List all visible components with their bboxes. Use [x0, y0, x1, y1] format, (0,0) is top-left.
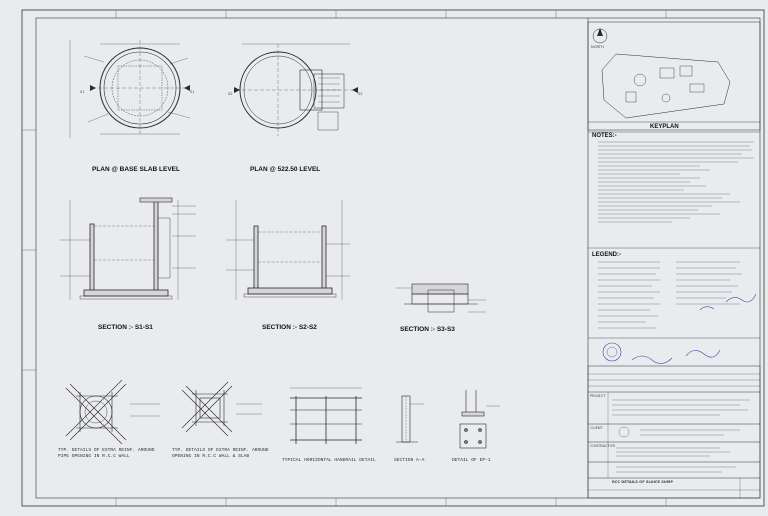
section-s1 [60, 197, 196, 300]
detail-slab-opening [181, 381, 262, 437]
detail-slab-opening-title: TYP. DETAILS OF EXTRA REINF. AROUND OPEN… [172, 448, 269, 459]
section-s1-title: SECTION :- S1-S1 [98, 324, 153, 331]
section-s3-title: SECTION :- S3-S3 [400, 326, 455, 333]
detail-ep1 [459, 390, 500, 449]
plan-base-slab [69, 40, 191, 138]
notes-block [588, 131, 760, 249]
section-aa-title: SECTION A-A [394, 458, 425, 463]
plan-level-title: PLAN @ 522.50 LEVEL [250, 166, 321, 173]
drawing-title: RCC DETAILS OF SLUICE SUMP [612, 480, 673, 484]
section-s2-title: SECTION :- S2-S2 [262, 324, 317, 331]
section-mark-s1-left: S1 [80, 90, 85, 94]
north-label: NORTH [591, 45, 604, 49]
section-s3 [396, 283, 486, 313]
keyplan [587, 21, 761, 131]
detail-ep-title: DETAIL OF EP-1 [452, 458, 491, 463]
section-mark-s1-right: S1 [190, 90, 195, 94]
inner-border [35, 17, 761, 499]
sheet-border [21, 9, 765, 507]
section-s2 [226, 200, 350, 300]
legend-title: LEGEND:- [592, 252, 621, 258]
detail-handrail [290, 387, 362, 444]
approval-stamps [602, 293, 757, 364]
section-mark-s2-right: S2 [358, 92, 363, 96]
notes-title: NOTES:- [592, 133, 617, 139]
detail-pipe-opening-title: TYP. DETAILS OF EXTRA REINF. AROUND PIPE… [58, 448, 155, 459]
handrail-title: TYPICAL HORIZONTAL HANDRAIL DETAIL [282, 458, 376, 463]
detail-section-aa [396, 395, 424, 443]
plan-upper-level [234, 43, 358, 136]
title-block [587, 365, 761, 499]
zone-ticks [22, 10, 667, 506]
section-mark-s2-left: S2 [228, 92, 233, 96]
plan-base-slab-title: PLAN @ BASE SLAB LEVEL [92, 166, 180, 173]
contractor-label: CONTRACTOR [590, 444, 615, 448]
legend-block [588, 261, 760, 339]
project-label: PROJECT [590, 394, 606, 398]
client-label: CLIENT [590, 426, 603, 430]
detail-pipe-opening [65, 379, 160, 445]
keyplan-title: KEYPLAN [650, 124, 679, 130]
